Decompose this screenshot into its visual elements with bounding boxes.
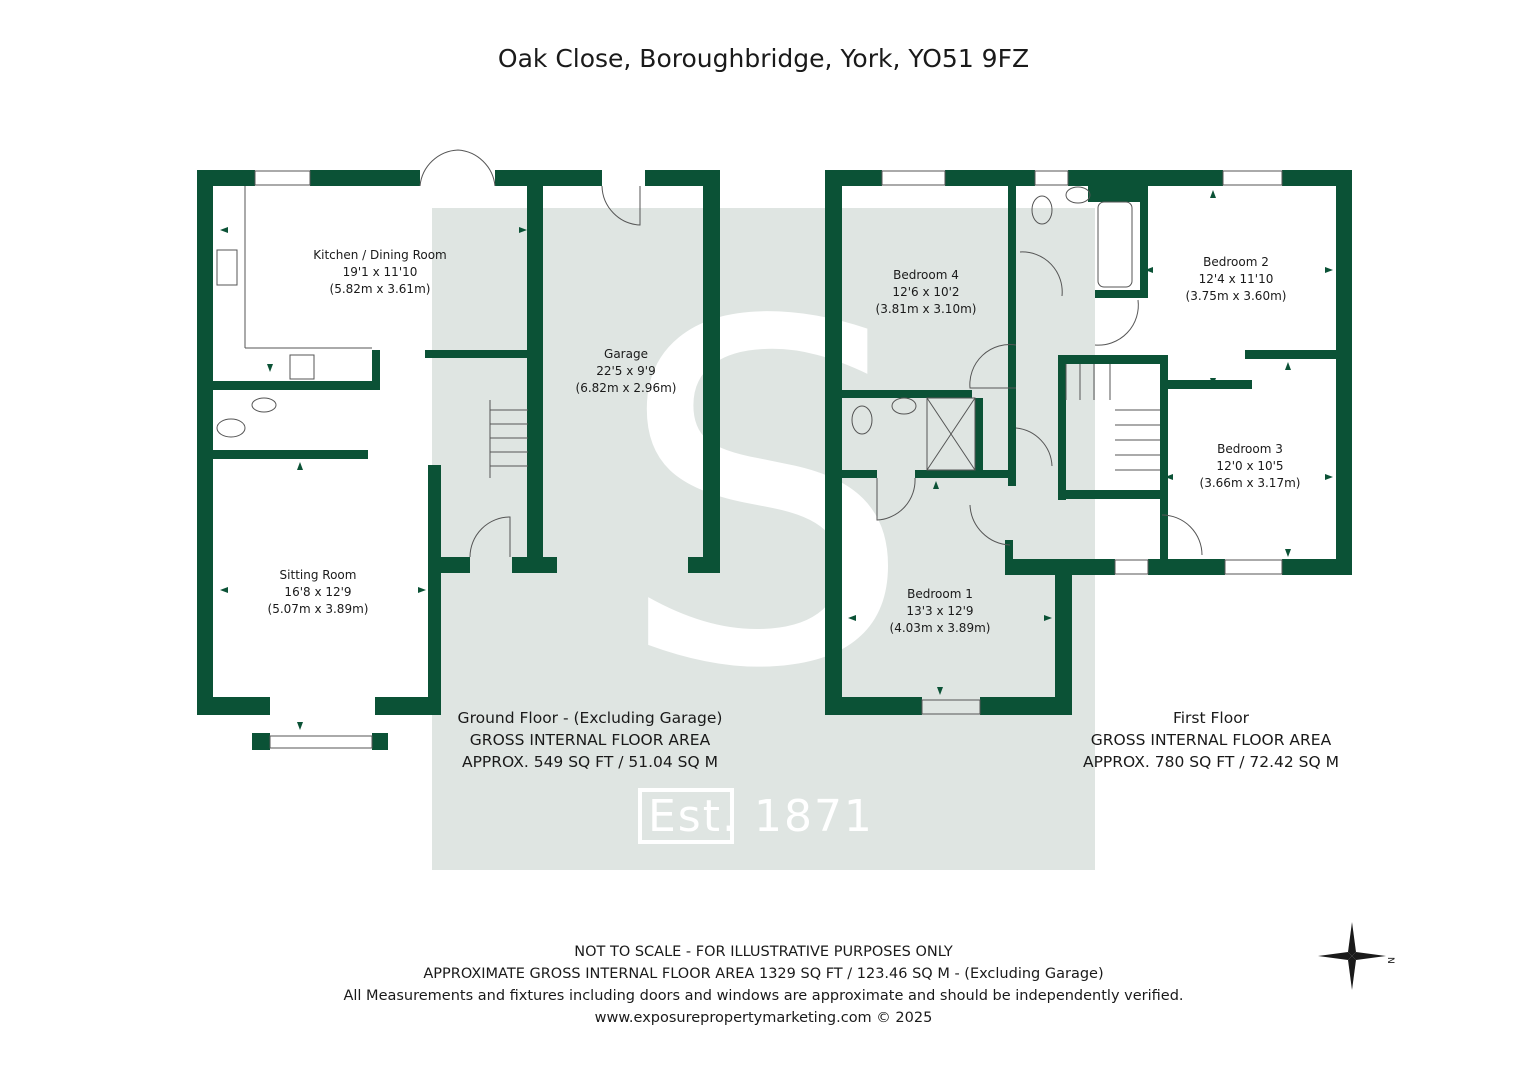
area-heading: GROSS INTERNAL FLOOR AREA: [469, 731, 711, 749]
ground-floor-walls: [197, 170, 720, 750]
ground-floor-area: Ground Floor - (Excluding Garage) GROSS …: [458, 707, 723, 773]
watermark-box: [638, 788, 734, 844]
footer-disclaimer: NOT TO SCALE - FOR ILLUSTRATIVE PURPOSES…: [0, 941, 1527, 1029]
room-name: Garage: [604, 347, 648, 361]
room-label-bedroom-3: Bedroom 3 12'0 x 10'5 (3.66m x 3.17m): [1200, 441, 1301, 492]
floor-name: Ground Floor - (Excluding Garage): [457, 709, 723, 727]
area-heading: GROSS INTERNAL FLOOR AREA: [1090, 731, 1332, 749]
room-imperial: 12'0 x 10'5: [1216, 459, 1284, 473]
first-floor-area: First Floor GROSS INTERNAL FLOOR AREA AP…: [1083, 707, 1339, 773]
first-floor-fixtures: [851, 170, 1283, 715]
watermark-logo: S: [616, 224, 914, 771]
room-label-kitchen: Kitchen / Dining Room 19'1 x 11'10 (5.82…: [313, 247, 447, 298]
first-floor-walls: [825, 170, 1352, 715]
room-metric: (5.07m x 3.89m): [267, 602, 369, 616]
room-imperial: 22'5 x 9'9: [596, 364, 656, 378]
room-metric: (6.82m x 2.96m): [575, 381, 677, 395]
footer-line: APPROXIMATE GROSS INTERNAL FLOOR AREA 13…: [423, 966, 1104, 982]
room-name: Sitting Room: [279, 568, 357, 582]
footer-line: All Measurements and fixtures including …: [343, 988, 1184, 1004]
room-imperial: 19'1 x 11'10: [342, 265, 418, 279]
room-label-garage: Garage 22'5 x 9'9 (6.82m x 2.96m): [576, 346, 677, 397]
room-label-bedroom-2: Bedroom 2 12'4 x 11'10 (3.75m x 3.60m): [1186, 254, 1287, 305]
compass-label: N: [1385, 957, 1395, 964]
room-label-bedroom-1: Bedroom 1 13'3 x 12'9 (4.03m x 3.89m): [890, 586, 991, 637]
room-metric: (3.75m x 3.60m): [1185, 289, 1287, 303]
watermark-est-text: Est. 1871: [648, 791, 874, 842]
room-imperial: 12'6 x 10'2: [892, 285, 960, 299]
room-metric: (3.81m x 3.10m): [875, 302, 977, 316]
room-metric: (3.66m x 3.17m): [1199, 476, 1301, 490]
room-label-bedroom-4: Bedroom 4 12'6 x 10'2 (3.81m x 3.10m): [876, 267, 977, 318]
room-name: Bedroom 2: [1203, 255, 1269, 269]
room-label-sitting-room: Sitting Room 16'8 x 12'9 (5.07m x 3.89m): [268, 567, 369, 618]
room-name: Bedroom 1: [907, 587, 973, 601]
area-value: APPROX. 549 SQ FT / 51.04 SQ M: [461, 753, 719, 771]
room-imperial: 13'3 x 12'9: [906, 604, 974, 618]
floor-name: First Floor: [1172, 709, 1250, 727]
room-name: Kitchen / Dining Room: [313, 248, 447, 262]
room-name: Bedroom 4: [893, 268, 959, 282]
compass-rose-icon: N: [1318, 922, 1395, 990]
footer-line: NOT TO SCALE - FOR ILLUSTRATIVE PURPOSES…: [574, 944, 953, 960]
ground-floor-fixtures: [216, 149, 641, 749]
room-metric: (5.82m x 3.61m): [329, 282, 431, 296]
footer-website: www.exposurepropertymarketing.com © 2025: [594, 1010, 933, 1026]
room-name: Bedroom 3: [1217, 442, 1283, 456]
room-imperial: 12'4 x 11'10: [1198, 272, 1274, 286]
area-value: APPROX. 780 SQ FT / 72.42 SQ M: [1082, 753, 1340, 771]
dimension-markers: [220, 190, 1333, 730]
page-title: Oak Close, Boroughbridge, York, YO51 9FZ: [497, 44, 1030, 73]
room-metric: (4.03m x 3.89m): [889, 621, 991, 635]
room-imperial: 16'8 x 12'9: [284, 585, 352, 599]
